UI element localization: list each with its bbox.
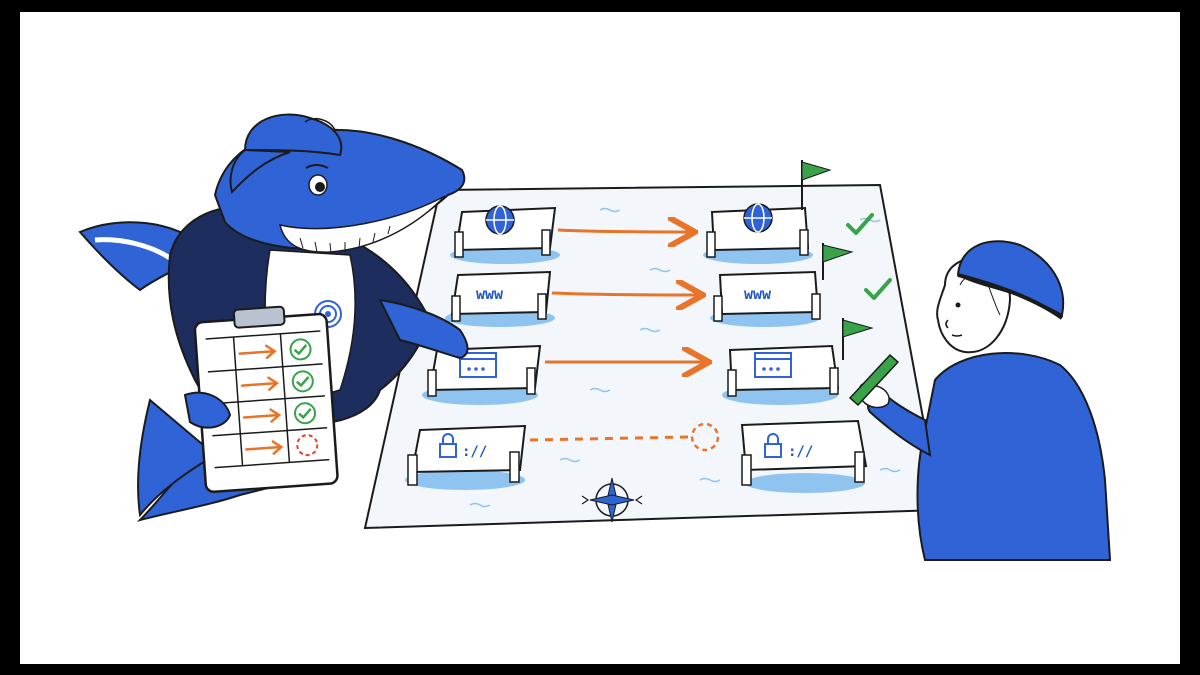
checklist-row-status (289, 338, 319, 457)
globe-icon (485, 205, 515, 235)
source-dock-browser (422, 344, 542, 405)
flag-icon (801, 160, 832, 210)
engineer-person (848, 240, 1112, 561)
checklist-done-icon (291, 370, 314, 393)
baseball-cap-icon (229, 113, 343, 194)
browser-window-icon (459, 352, 497, 378)
target-dock-www: www (710, 243, 854, 327)
target-dock-globe (703, 160, 832, 264)
checkmark-icon (864, 278, 892, 300)
checklist-row-arrows (238, 344, 284, 455)
flag-icon (842, 318, 874, 360)
source-dock-lock: :// (405, 424, 527, 490)
engineer-hoodie (916, 352, 1112, 561)
illustration-canvas: www :// (20, 12, 1180, 664)
checklist-pending-icon (296, 434, 319, 457)
checkmarks (846, 213, 892, 300)
whale-mascot (78, 113, 469, 522)
lock-icon (439, 433, 457, 458)
green-marker-icon (848, 353, 900, 407)
browser-window-icon (754, 352, 792, 378)
migration-arrow (557, 230, 692, 232)
protocol-label-target: :// (788, 444, 813, 460)
www-label-source: www (476, 285, 504, 303)
migration-arrow (551, 293, 700, 295)
beanie-hat-icon (956, 240, 1065, 320)
pending-target-circle (690, 422, 720, 452)
compass-rose-icon (581, 477, 643, 523)
target-dock-browser (722, 318, 874, 405)
checklist-done-icon (289, 338, 312, 361)
migration-illustration: www :// (78, 113, 1112, 561)
protocol-label-source: :// (462, 444, 487, 460)
lock-icon (764, 433, 782, 458)
pending-migration-arrow (529, 435, 689, 442)
www-label-target: www (744, 285, 772, 303)
source-dock-globe (450, 205, 560, 264)
target-dock-lock: :// (740, 419, 868, 493)
migration-checklist-clipboard (193, 305, 339, 494)
migration-arrows (529, 230, 720, 452)
flag-icon (822, 243, 854, 280)
globe-icon (743, 203, 773, 233)
checkmark-icon (846, 213, 874, 235)
source-dock-www: www (445, 270, 555, 327)
checklist-done-icon (294, 402, 317, 425)
